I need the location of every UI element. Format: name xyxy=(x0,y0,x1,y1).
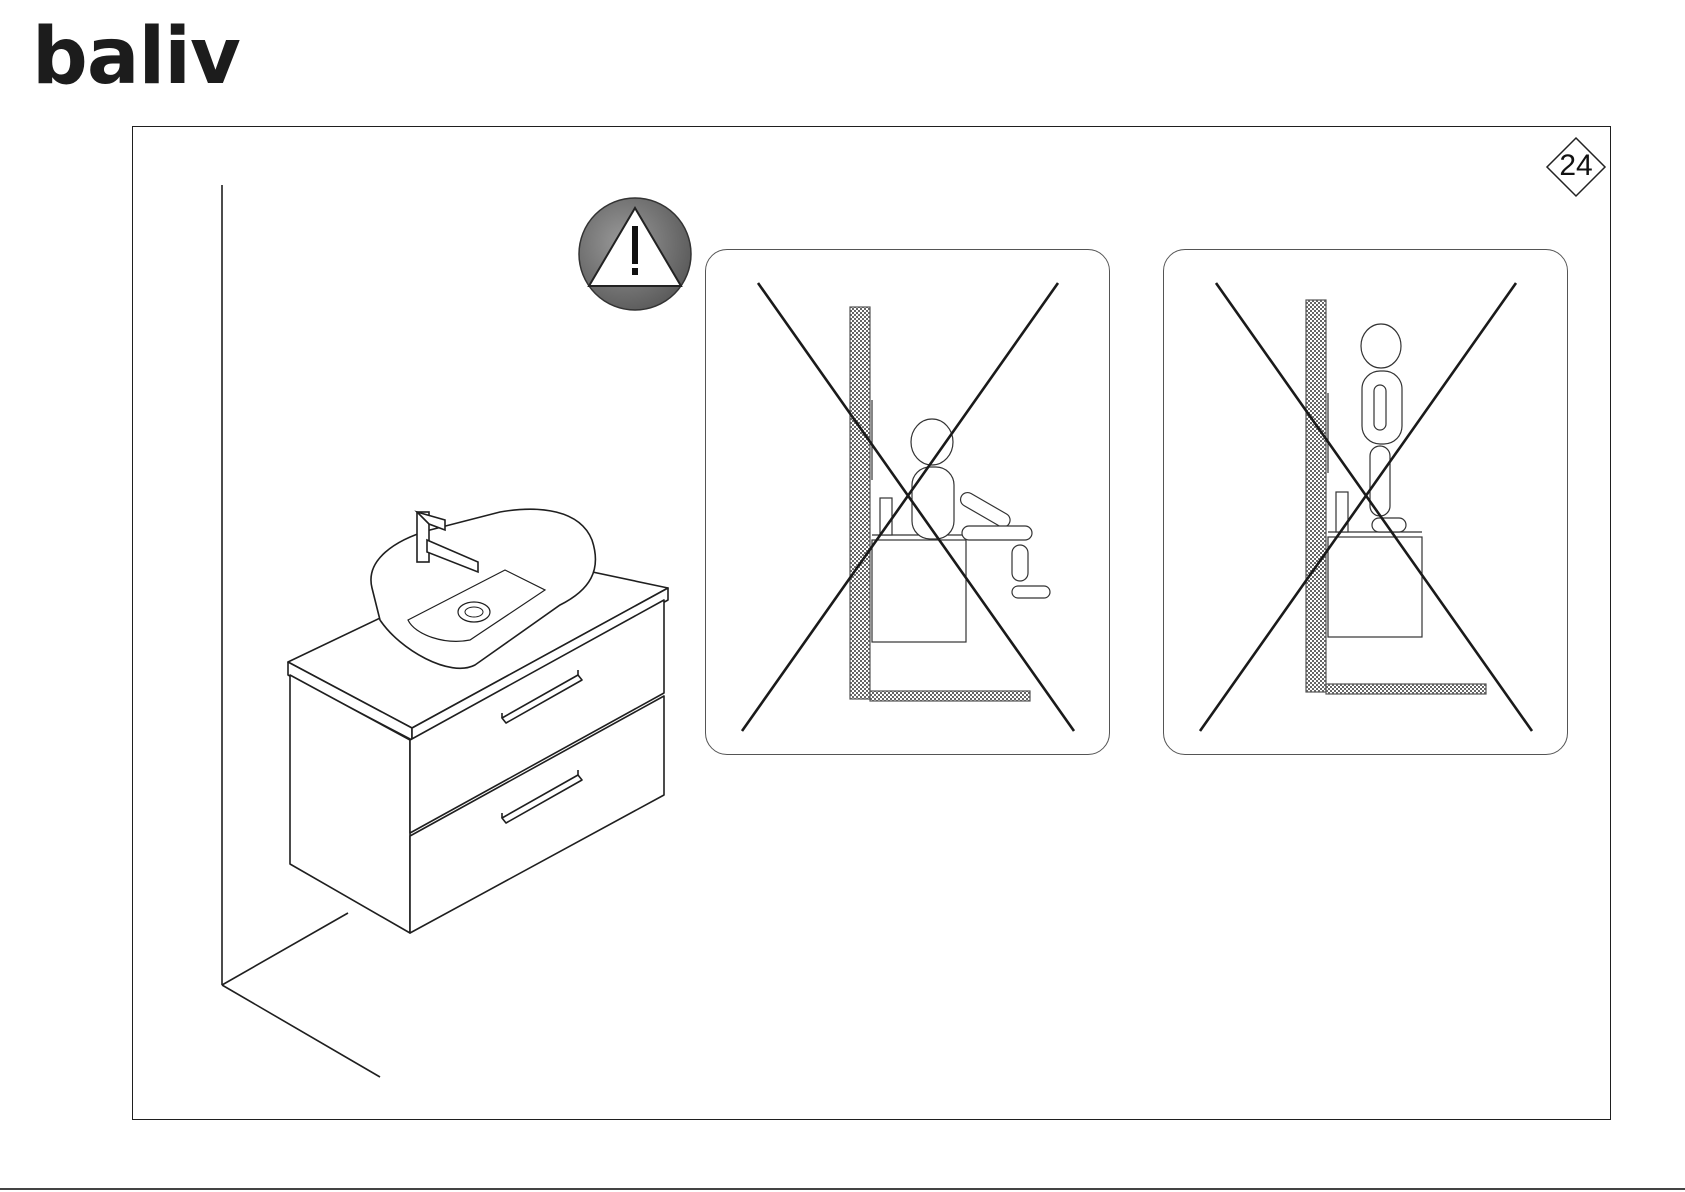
bottom-rule xyxy=(0,1188,1685,1190)
panel-1-cross-mark xyxy=(742,283,1074,731)
panel-1-scene xyxy=(850,307,1050,701)
panel-2-scene xyxy=(1306,300,1486,694)
